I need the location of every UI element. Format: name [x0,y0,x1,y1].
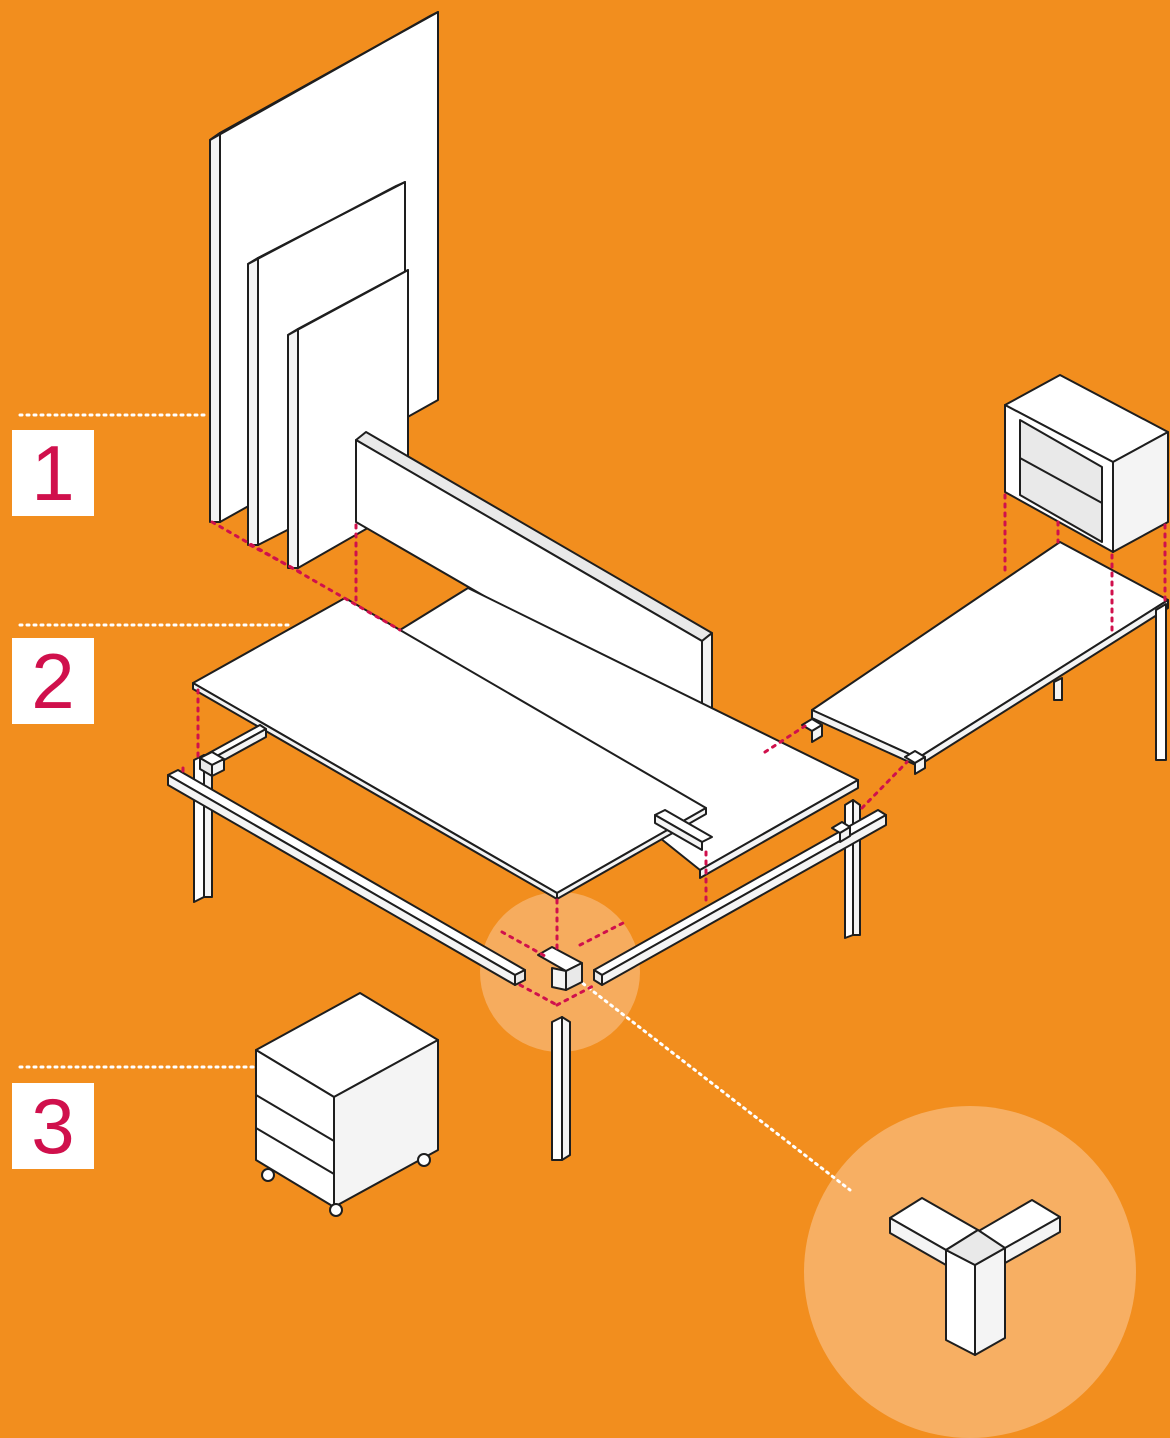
part-label-2: 2 [12,638,94,724]
part-label-1: 1 [12,430,94,516]
drawer-pedestal [256,993,438,1216]
shelf-unit [1005,375,1168,552]
frame-leg-center [552,1017,570,1160]
frame-leg-back-left [194,755,212,902]
side-desk-top [812,542,1168,766]
part-label-3: 3 [12,1083,94,1169]
part-label-2-text: 2 [12,638,94,724]
part-label-1-text: 1 [12,430,94,516]
part-label-3-text: 3 [12,1083,94,1169]
